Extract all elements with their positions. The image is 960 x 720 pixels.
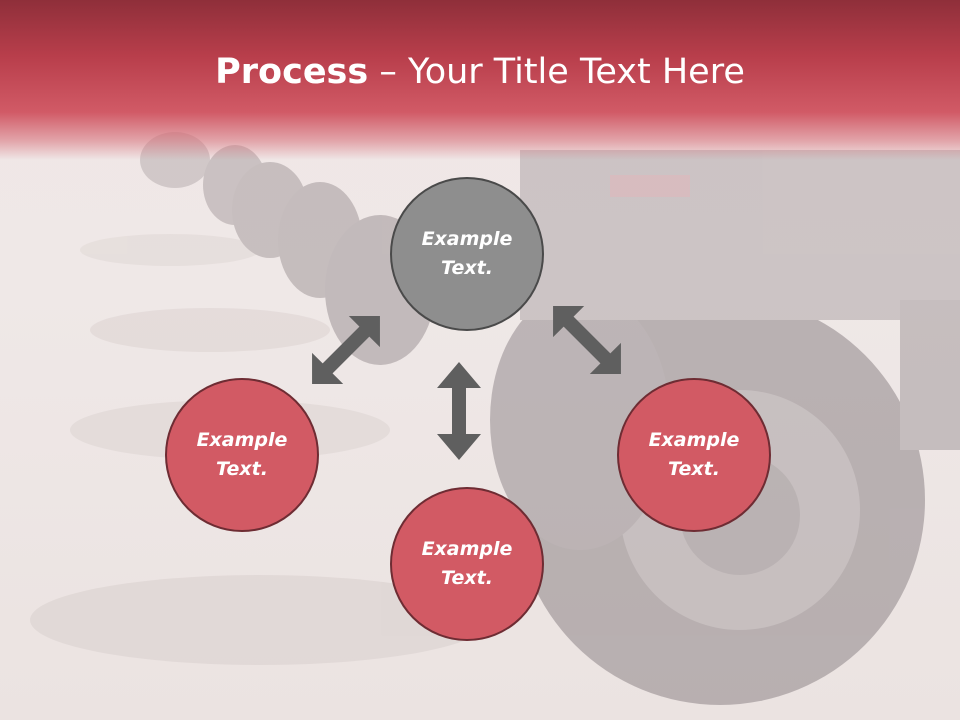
arrow-vertical [437,362,481,460]
title-rest: – Your Title Text Here [368,52,745,92]
node-right-line2: Text. [668,458,720,480]
node-top-line1: Example [421,228,513,250]
node-top-line2: Text. [441,257,493,279]
arrow-diagonal-left [312,316,380,384]
node-bottom-line2: Text. [441,567,493,589]
node-bottom-line1: Example [421,538,513,560]
node-left-line1: Example [196,429,288,451]
title-band [0,0,960,160]
node-left-line2: Text. [216,458,268,480]
slide-title: Process – Your Title Text Here [0,52,960,92]
arrow-diagonal-right [553,306,621,374]
node-right-line1: Example [648,429,740,451]
title-bold: Process [215,52,369,92]
